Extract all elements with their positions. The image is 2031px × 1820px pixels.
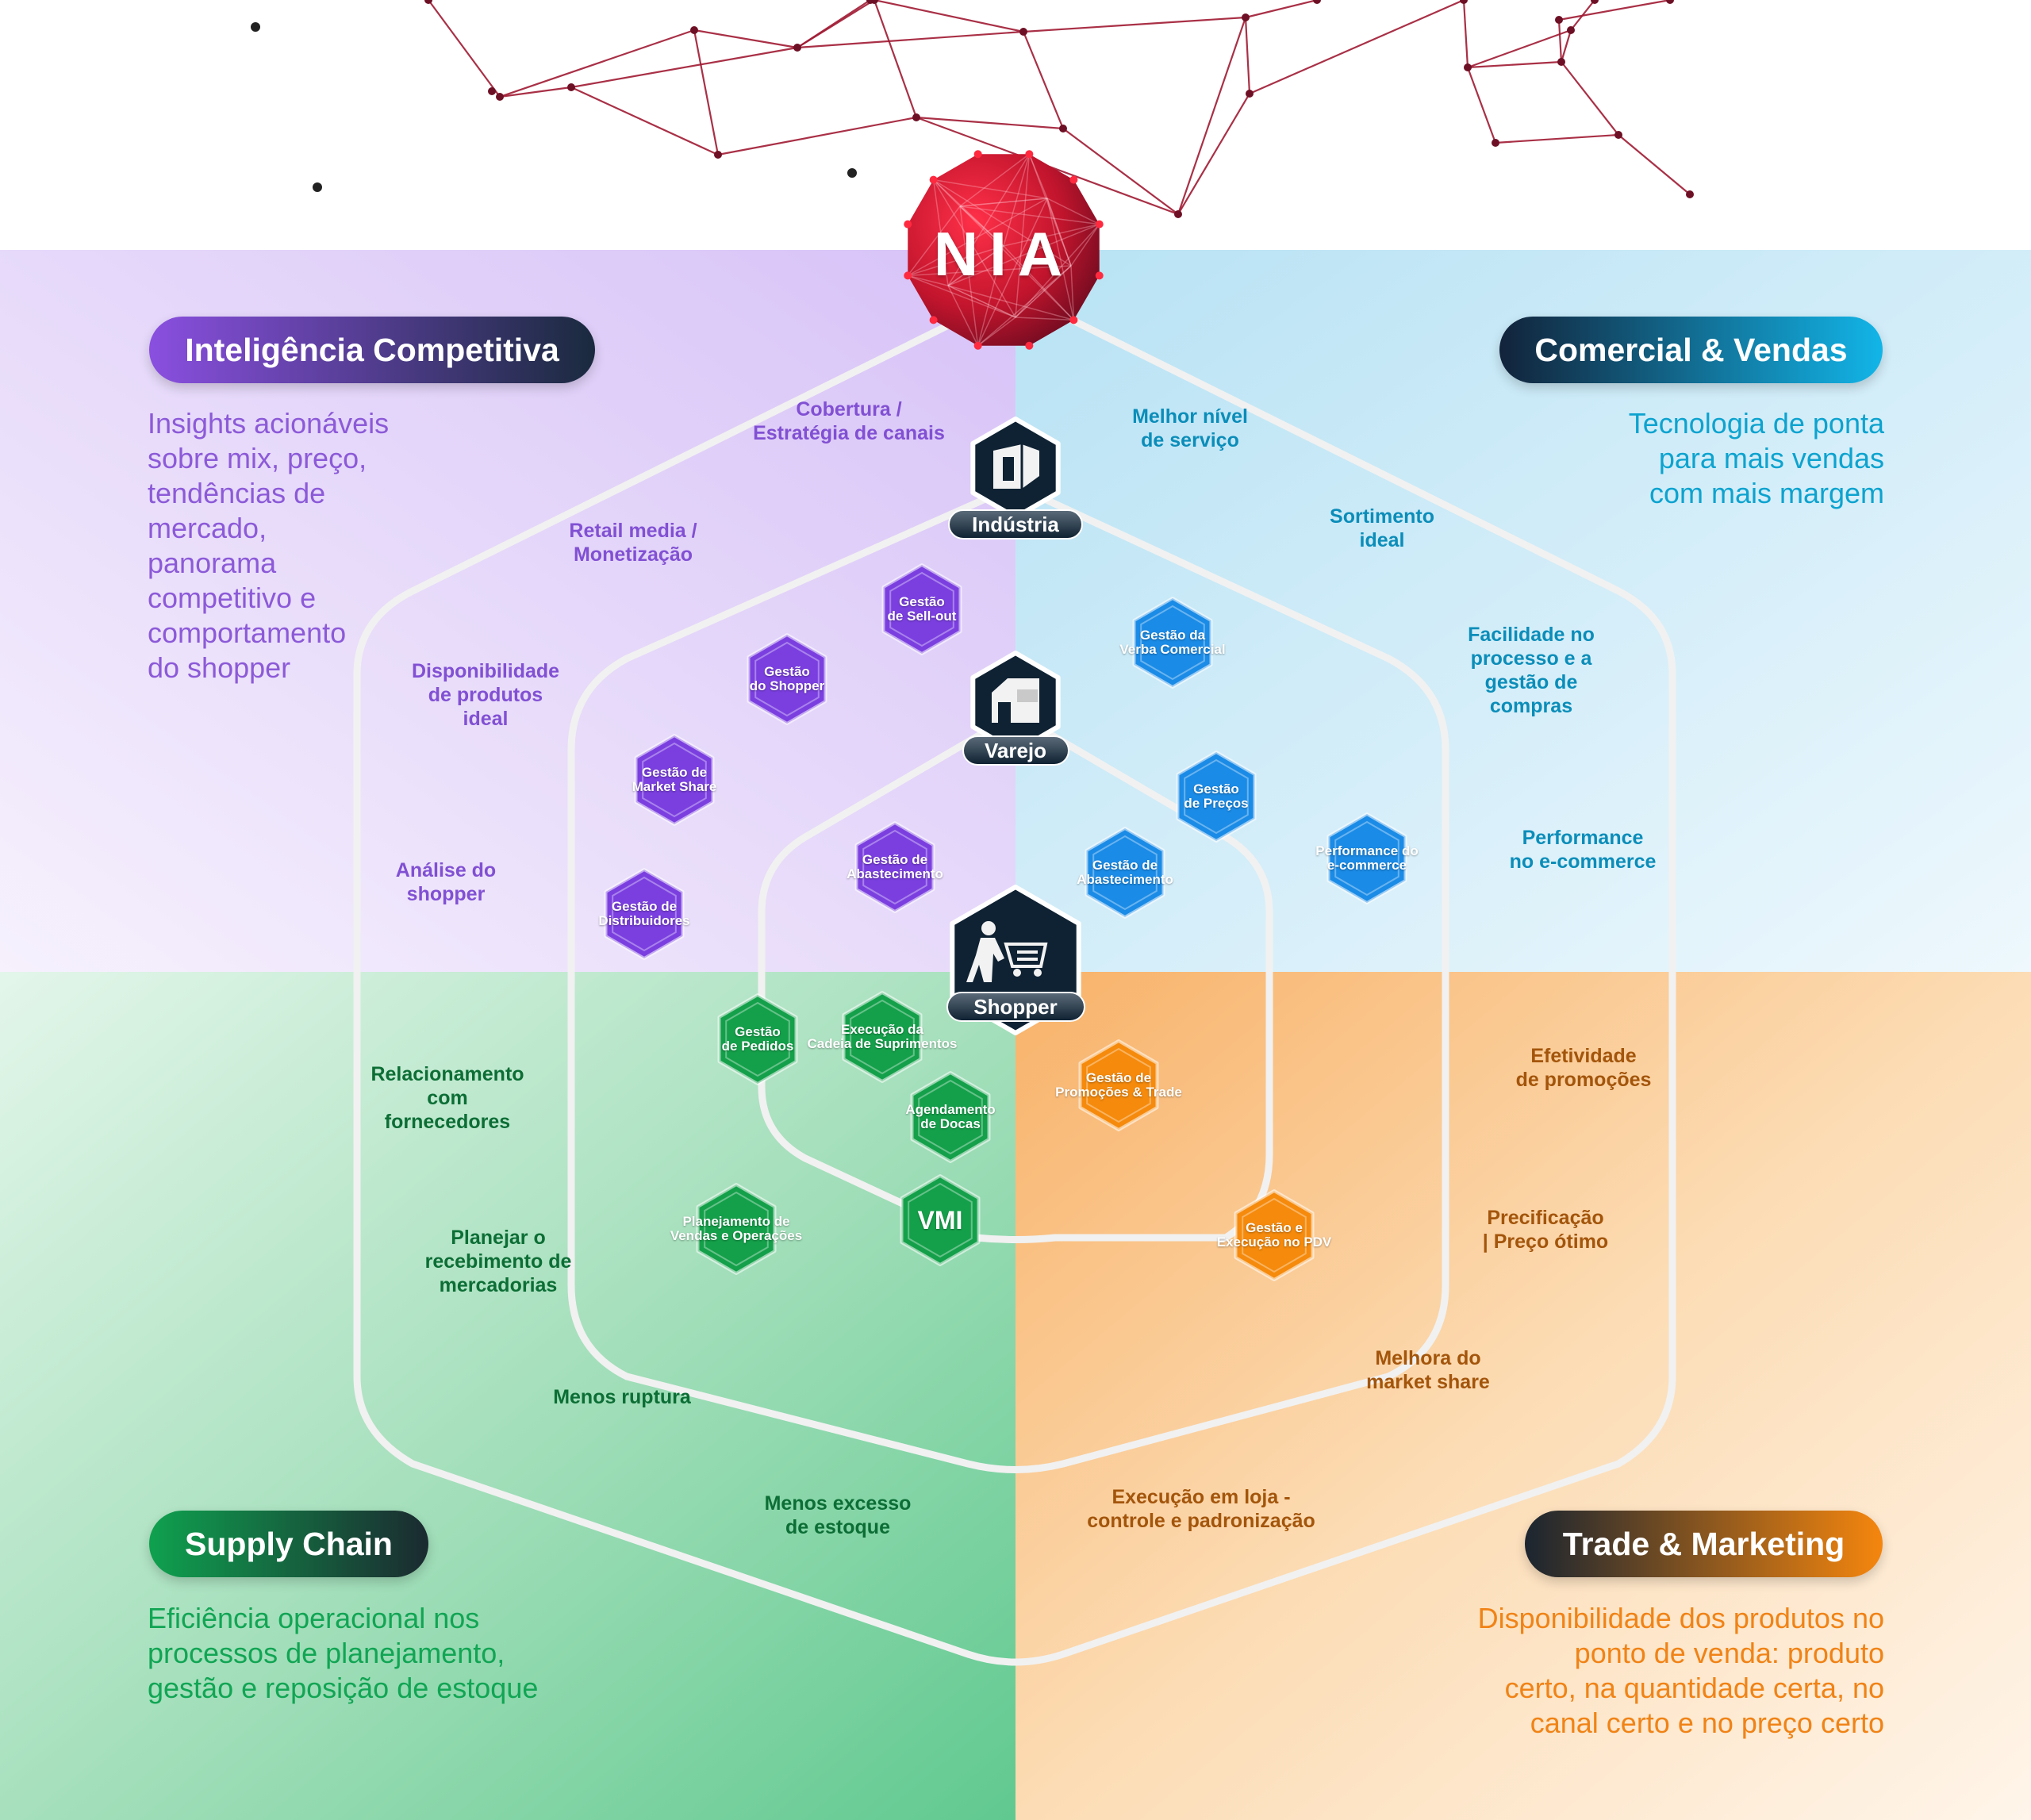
solution-label[interactable]: Gestão de Pedidos xyxy=(721,1024,794,1054)
rings xyxy=(353,287,1676,1666)
benefit-facilidade-compras: Facilidade no processo e a gestão de com… xyxy=(1468,624,1595,717)
title-comercial-vendas: Comercial & Vendas xyxy=(1499,317,1883,383)
solution-label[interactable]: Gestão de Promoções & Trade xyxy=(1055,1070,1182,1100)
store-icon xyxy=(970,651,1061,754)
desc-comercial: Tecnologia de ponta para mais vendas com… xyxy=(1628,407,1884,509)
solution-label[interactable]: Gestão do Shopper xyxy=(749,664,825,693)
title-inteligencia-competitiva: Inteligência Competitiva xyxy=(149,317,595,383)
desc-supply: Eficiência operacional nos processos de … xyxy=(148,1602,539,1704)
industry-icon xyxy=(970,417,1061,520)
solution-label[interactable]: Planejamento de Vendas e Operações xyxy=(670,1214,803,1243)
solution-label[interactable]: Agendamento de Docas xyxy=(905,1102,996,1131)
solution-hex-9 xyxy=(717,993,798,1085)
solution-label[interactable]: Gestão de Market Share xyxy=(632,765,717,794)
solution-label[interactable]: Performance do e-commerce xyxy=(1315,843,1419,873)
benefit-planejar-recebimento: Planejar o recebimento de mercadorias xyxy=(424,1227,572,1296)
ring-outer xyxy=(353,287,1676,1666)
solution-hex-8 xyxy=(1326,812,1407,904)
level-label: Indústria xyxy=(948,509,1083,539)
benefit-menos-excesso: Menos excesso de estoque xyxy=(764,1492,912,1538)
title-supply-chain: Supply Chain xyxy=(149,1511,428,1577)
solution-hexagons xyxy=(604,563,1407,1281)
level-label: Varejo xyxy=(962,735,1069,766)
benefit-menos-ruptura: Menos ruptura xyxy=(553,1386,691,1408)
benefit-performance-ecommerce: Performance no e-commerce xyxy=(1509,827,1657,873)
solution-label[interactable]: Execução da Cadeia de Suprimentos xyxy=(807,1022,958,1051)
desc-trade: Disponibilidade dos produtos no ponto de… xyxy=(1477,1602,1884,1739)
solution-label[interactable]: Gestão da Verba Comercial xyxy=(1119,628,1226,657)
nia-logo: NIA xyxy=(933,219,1074,289)
solution-hex-6 xyxy=(1176,751,1257,843)
benefit-analise-shopper: Análise do shopper xyxy=(395,859,497,905)
network-lines xyxy=(251,0,1694,218)
solution-hex-10 xyxy=(842,991,923,1083)
solution-label[interactable]: VMI xyxy=(917,1206,963,1234)
solution-label[interactable]: Gestão de Abastecimento xyxy=(1077,858,1173,887)
benefit-relacionamento: Relacionamento com fornecedores xyxy=(370,1063,524,1133)
benefit-sortimento: Sortimento ideal xyxy=(1330,505,1434,551)
solution-hex-1 xyxy=(747,633,827,725)
ring-inner xyxy=(758,709,1273,1243)
solution-label[interactable]: Gestão de Sell-out xyxy=(887,594,957,624)
solution-hex-11 xyxy=(910,1071,991,1163)
solution-hex-13 xyxy=(900,1174,981,1266)
benefit-nivel-servico: Melhor nível de serviço xyxy=(1132,405,1248,451)
solution-label[interactable]: Gestão e Execução no PDV xyxy=(1216,1220,1332,1250)
ring-middle xyxy=(567,482,1449,1473)
solution-hex-5 xyxy=(1132,597,1213,689)
solution-label[interactable]: Gestão de Abastecimento xyxy=(847,852,943,881)
solution-hex-14 xyxy=(1078,1039,1159,1131)
solution-hex-2 xyxy=(634,734,715,826)
benefit-execucao-loja: Execução em loja - controle e padronizaç… xyxy=(1087,1486,1315,1532)
solution-label[interactable]: Gestão de Distribuidores xyxy=(598,899,690,928)
quadrant-supply-bg xyxy=(0,972,1016,1820)
solution-hex-3 xyxy=(854,821,935,913)
solution-hex-4 xyxy=(604,868,685,960)
benefit-disponibilidade: Disponibilidade de produtos ideal xyxy=(411,660,560,730)
solution-hex-7 xyxy=(1085,827,1165,919)
solution-hex-0 xyxy=(881,563,962,655)
quadrant-trade-bg xyxy=(1016,972,2031,1820)
benefit-efetividade-promocoes: Efetividade de promoções xyxy=(1515,1045,1652,1091)
solution-label[interactable]: Gestão de Preços xyxy=(1184,781,1249,811)
benefit-cobertura: Cobertura / Estratégia de canais xyxy=(753,398,945,444)
benefit-retail-media: Retail media / Monetização xyxy=(569,520,697,566)
level-label: Shopper xyxy=(946,992,1085,1022)
title-trade-marketing: Trade & Marketing xyxy=(1525,1511,1883,1577)
desc-inteligencia: Insights acionáveis sobre mix, preço, te… xyxy=(148,407,390,684)
benefit-precificacao: Precificação | Preço ótimo xyxy=(1482,1207,1609,1253)
nia-sphere xyxy=(904,150,1104,350)
solution-hex-12 xyxy=(696,1183,777,1275)
benefit-market-share: Melhora do market share xyxy=(1366,1347,1490,1393)
solution-hex-15 xyxy=(1234,1189,1315,1281)
